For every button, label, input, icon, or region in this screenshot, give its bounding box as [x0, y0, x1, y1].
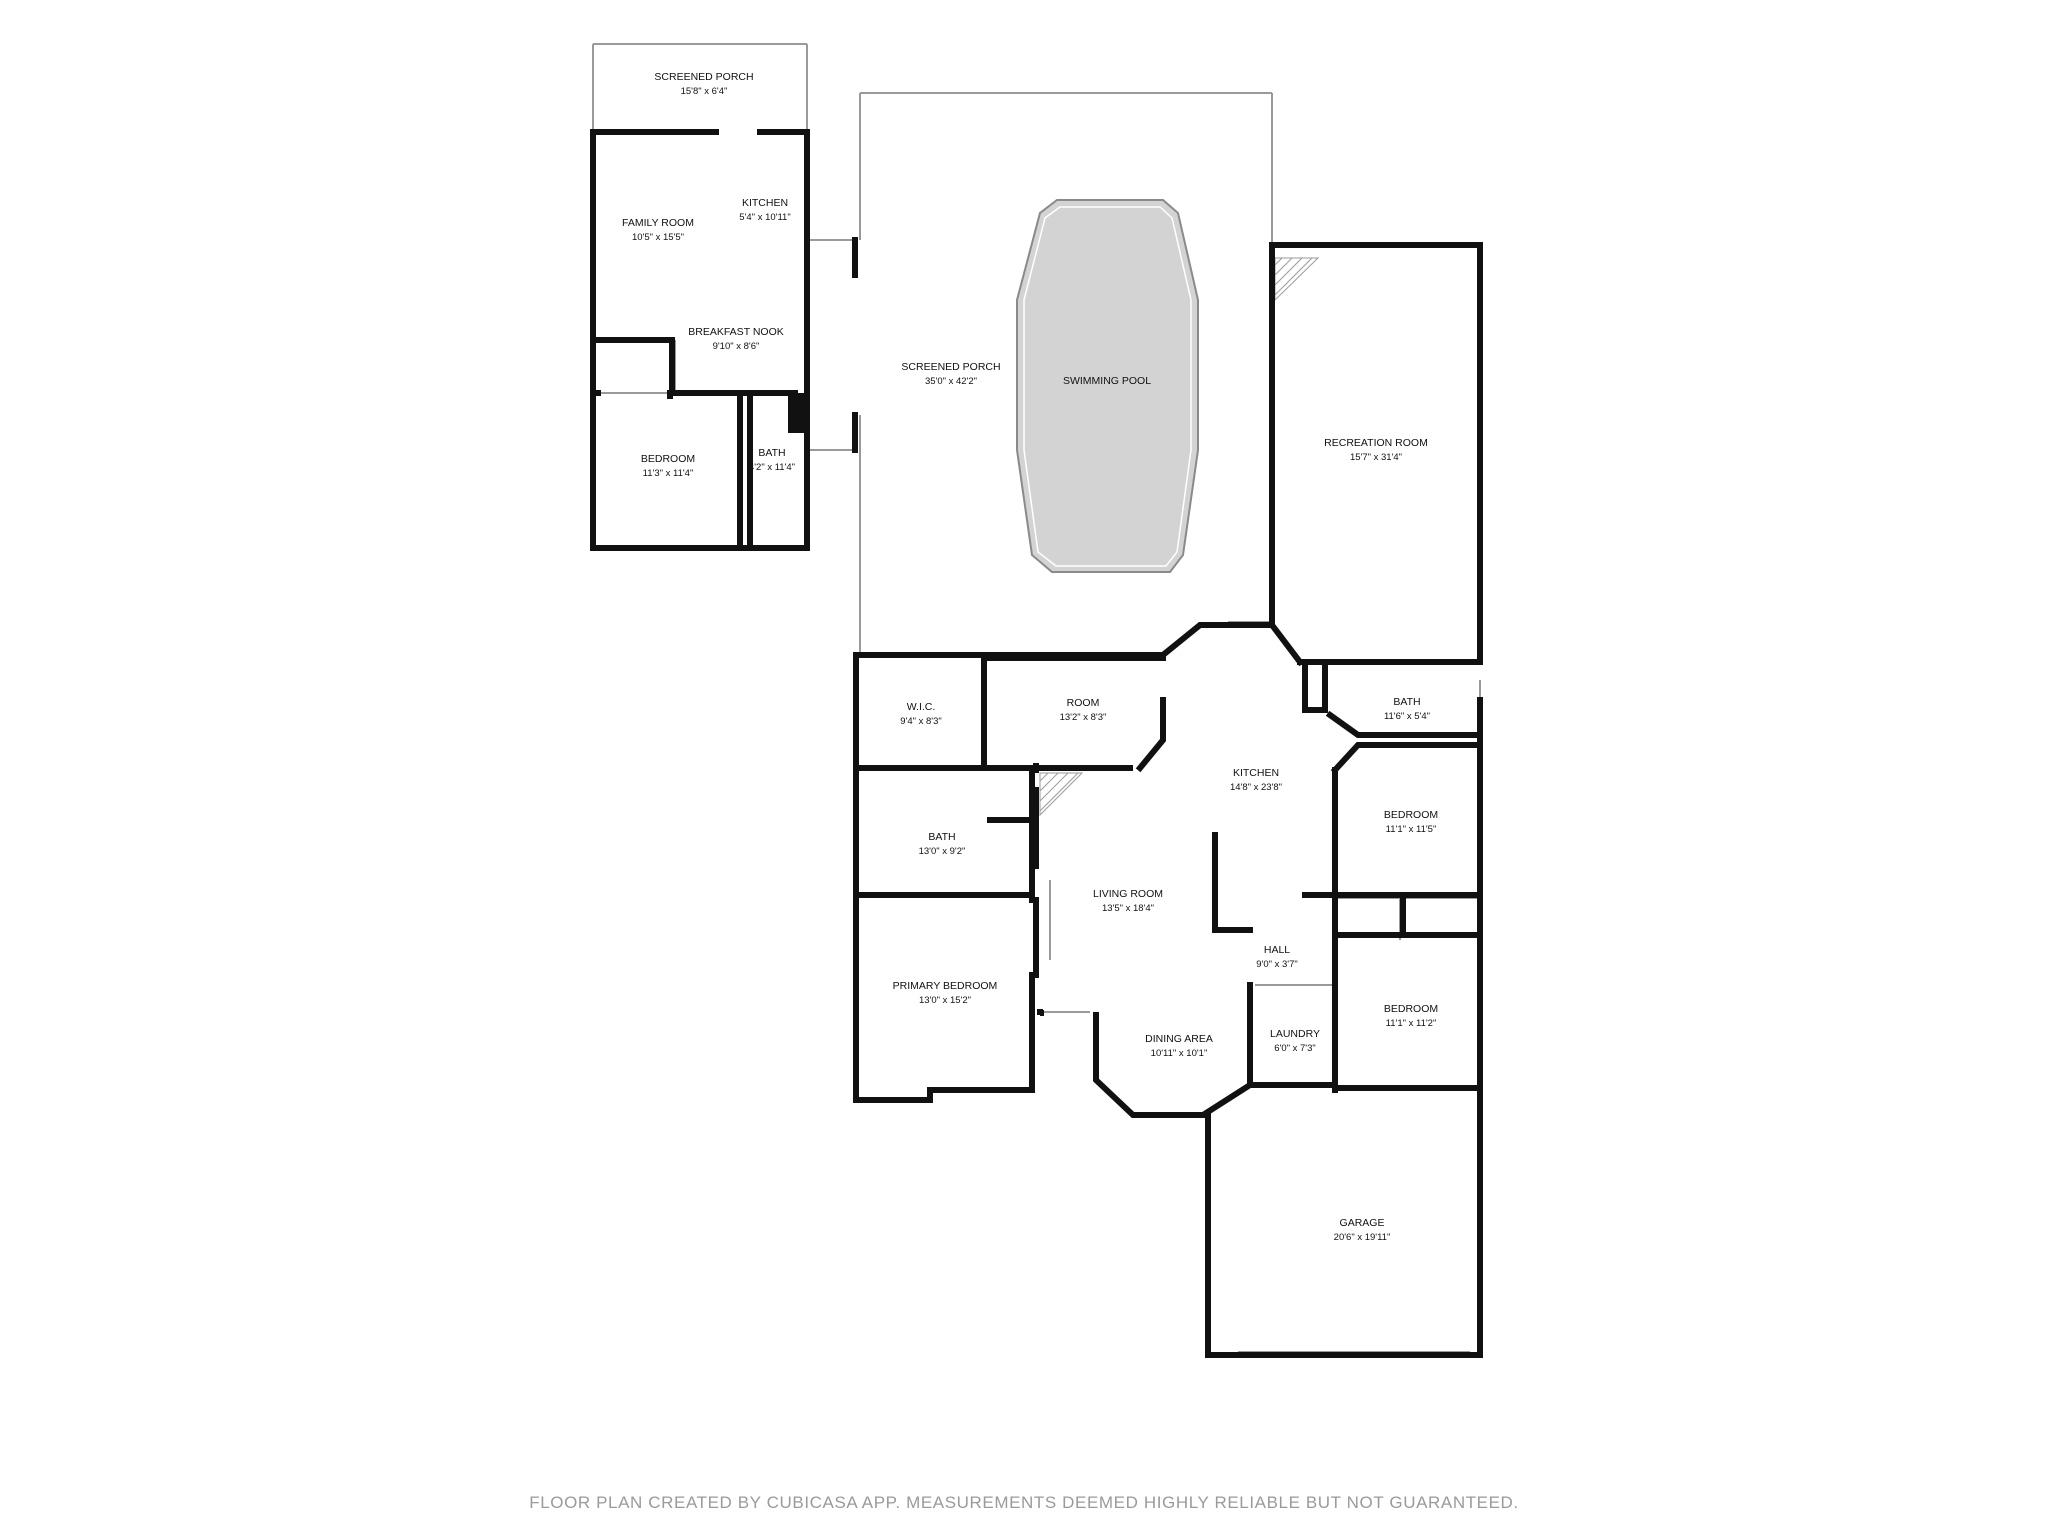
walls [590, 129, 1483, 1358]
bath-guest-dims: 4'2" x 11'4" [749, 462, 795, 473]
bath-primary-name: BATH [928, 831, 955, 843]
room-name: ROOM [1067, 697, 1100, 709]
swimming-pool-shape [1016, 199, 1199, 573]
garage-name: GARAGE [1340, 1217, 1385, 1229]
living-room-name: LIVING ROOM [1093, 888, 1163, 900]
laundry-dims: 6'0" x 7'3" [1274, 1043, 1316, 1054]
family-room-name: FAMILY ROOM [622, 217, 694, 229]
bedroom-east-2-dims: 11'1" x 11'2" [1386, 1018, 1437, 1029]
kitchen-small-dims: 5'4" x 10'11" [739, 212, 790, 223]
screened-porch-main-name: SCREENED PORCH [901, 361, 1000, 373]
garage-dims: 20'6" x 19'11" [1334, 1232, 1391, 1243]
living-room-dims: 13'5" x 18'4" [1102, 903, 1154, 914]
screened-porch-main-dims: 35'0" x 42'2" [925, 376, 977, 387]
bedroom-east-2-name: BEDROOM [1384, 1003, 1438, 1015]
kitchen-small-name: KITCHEN [742, 197, 788, 209]
dining-area-name: DINING AREA [1145, 1033, 1213, 1045]
wic-name: W.I.C. [907, 701, 936, 713]
dining-area-dims: 10'11" x 10'1" [1151, 1048, 1208, 1059]
room-labels: SCREENED PORCH 15'8" x 6'4" FAMILY ROOM … [622, 71, 1438, 1243]
hall-name: HALL [1264, 944, 1290, 956]
stair-hatch [1039, 257, 1320, 817]
bath-primary-dims: 13'0" x 9'2" [919, 846, 966, 857]
wall-jog [1040, 1010, 1044, 1016]
recreation-room-name: RECREATION ROOM [1324, 437, 1428, 449]
wic-dims: 9'4" x 8'3" [900, 716, 942, 727]
bedroom-east-1-name: BEDROOM [1384, 809, 1438, 821]
bath-guest-name: BATH [758, 447, 785, 459]
laundry-name: LAUNDRY [1270, 1028, 1320, 1040]
breakfast-nook-name: BREAKFAST NOOK [688, 326, 784, 338]
bedroom-east-1-dims: 11'1" x 11'5" [1386, 824, 1437, 835]
swimming-pool-name: SWIMMING POOL [1063, 375, 1151, 387]
recreation-room-dims: 15'7" x 31'4" [1350, 452, 1402, 463]
pool-inner-outline [1023, 206, 1192, 567]
room-dims: 13'2" x 8'3" [1060, 712, 1107, 723]
primary-bedroom-dims: 13'0" x 15'2" [919, 995, 971, 1006]
bath-east-name: BATH [1393, 696, 1420, 708]
pantry-block [788, 393, 804, 433]
bedroom-guest-dims: 11'3" x 11'4" [643, 468, 694, 479]
screened-porch-top-dims: 15'8" x 6'4" [681, 86, 728, 97]
kitchen-main-name: KITCHEN [1233, 767, 1279, 779]
bedroom-guest-name: BEDROOM [641, 453, 695, 465]
primary-bedroom-name: PRIMARY BEDROOM [893, 980, 998, 992]
family-room-dims: 10'5" x 15'5" [632, 232, 684, 243]
bath-east-dims: 11'6" x 5'4" [1384, 711, 1430, 722]
kitchen-main-dims: 14'8" x 23'8" [1230, 782, 1282, 793]
hall-dims: 9'0" x 3'7" [1256, 959, 1298, 970]
screened-porch-top-name: SCREENED PORCH [654, 71, 753, 83]
breakfast-nook-dims: 9'10" x 8'6" [713, 341, 760, 352]
floor-plan-disclaimer: FLOOR PLAN CREATED BY CUBICASA APP. MEAS… [529, 1493, 1519, 1512]
